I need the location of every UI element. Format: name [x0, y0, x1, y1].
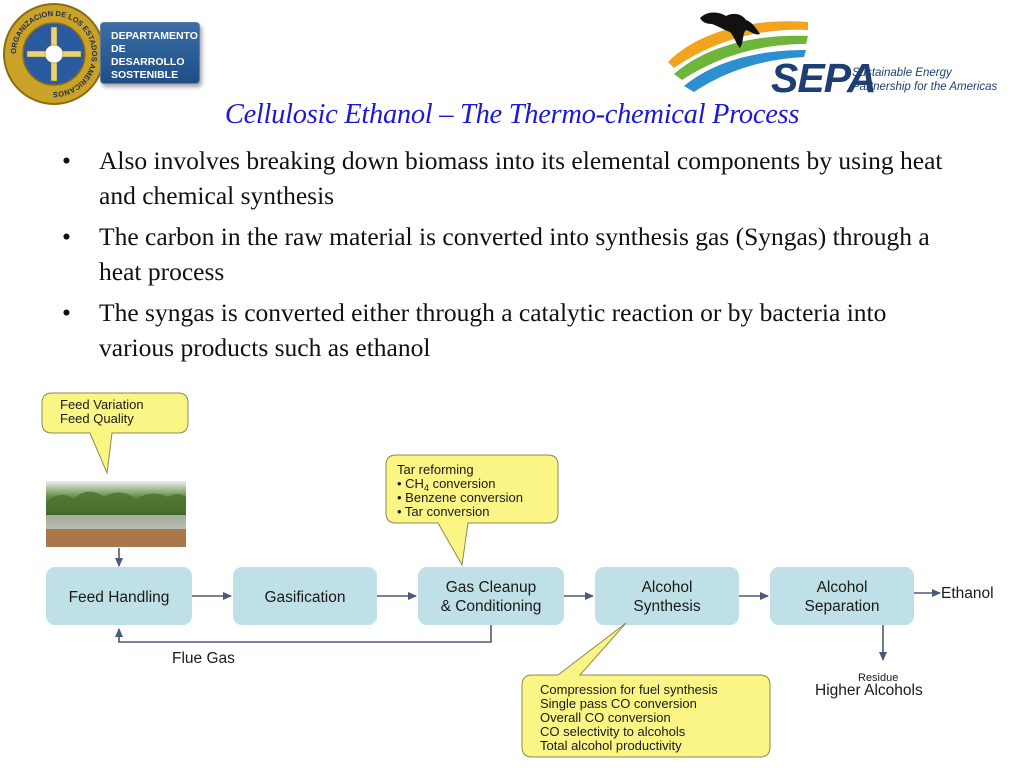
- sepa-tagline: Sustainable Energy Partnership for the A…: [852, 66, 997, 94]
- gasification-box: [233, 567, 377, 625]
- department-line: DE DESARROLLO: [111, 43, 185, 68]
- alcohol-synthesis-label: Synthesis: [633, 598, 700, 615]
- sepa-wordmark: SEPA: [771, 55, 877, 101]
- gas-cleanup-box: [418, 567, 564, 625]
- sepa-tagline-line: Partnership for the Americas: [852, 81, 998, 93]
- synthesis-callout-line: Overall CO conversion: [540, 710, 671, 725]
- process-diagram: Feed Variation Feed Quality Tar reformin…: [41, 392, 994, 758]
- sepa-tagline-line: Sustainable Energy: [852, 67, 952, 79]
- bullet-item: The carbon in the raw material is conver…: [62, 219, 962, 289]
- tar-callout-heading: Tar reforming: [397, 462, 474, 477]
- sepa-swoosh-logo: [668, 12, 808, 92]
- synthesis-callout-line: Compression for fuel synthesis: [540, 682, 718, 697]
- synthesis-callout-bubble: [521, 622, 771, 758]
- alcohol-separation-label: Separation: [805, 598, 880, 615]
- bullet-item: The syngas is converted either through a…: [62, 295, 962, 365]
- tar-callout-item: • CH4 conversion: [397, 476, 495, 493]
- feed-callout-line: Feed Variation: [60, 397, 144, 412]
- tar-callout-item: • Tar conversion: [397, 504, 489, 519]
- synthesis-callout-line: Total alcohol productivity: [540, 738, 682, 753]
- gasification-label: Gasification: [265, 589, 346, 606]
- flue-gas-line: [115, 625, 492, 643]
- tar-callout-bubble: [385, 454, 559, 567]
- ethanol-label: Ethanol: [941, 585, 994, 602]
- biomass-photo: [46, 481, 186, 547]
- alcohol-synthesis-box: [595, 567, 739, 625]
- gas-cleanup-label: Gas Cleanup: [446, 579, 536, 596]
- oas-seal-logo: ORGANIZACION DE LOS ESTADOS AMERICANOS: [3, 3, 105, 105]
- feed-callout-line: Feed Quality: [60, 411, 134, 426]
- bullet-item: Also involves breaking down biomass into…: [62, 143, 962, 213]
- alcohol-separation-box: [770, 567, 914, 625]
- bullet-list: Also involves breaking down biomass into…: [62, 143, 962, 371]
- feed-handling-box: [46, 567, 192, 625]
- residue-label: Residue: [858, 672, 898, 684]
- alcohol-synthesis-label: Alcohol: [642, 579, 693, 596]
- flue-gas-label: Flue Gas: [172, 650, 235, 667]
- higher-alcohols-label: Higher Alcohols: [815, 682, 923, 699]
- department-line: DEPARTAMENTO: [111, 30, 198, 42]
- tar-callout-item: • Benzene conversion: [397, 490, 523, 505]
- synthesis-callout-line: Single pass CO conversion: [540, 696, 697, 711]
- slide-title: Cellulosic Ethanol – The Thermo-chemical…: [224, 99, 800, 130]
- alcohol-separation-label: Alcohol: [817, 579, 868, 596]
- department-banner: DEPARTAMENTO DE DESARROLLO SOSTENIBLE: [100, 22, 200, 84]
- feed-handling-label: Feed Handling: [69, 589, 170, 606]
- feed-callout-bubble: [41, 392, 189, 475]
- department-line: SOSTENIBLE: [111, 69, 179, 81]
- gas-cleanup-label: & Conditioning: [441, 598, 542, 615]
- synthesis-callout-line: CO selectivity to alcohols: [540, 724, 686, 739]
